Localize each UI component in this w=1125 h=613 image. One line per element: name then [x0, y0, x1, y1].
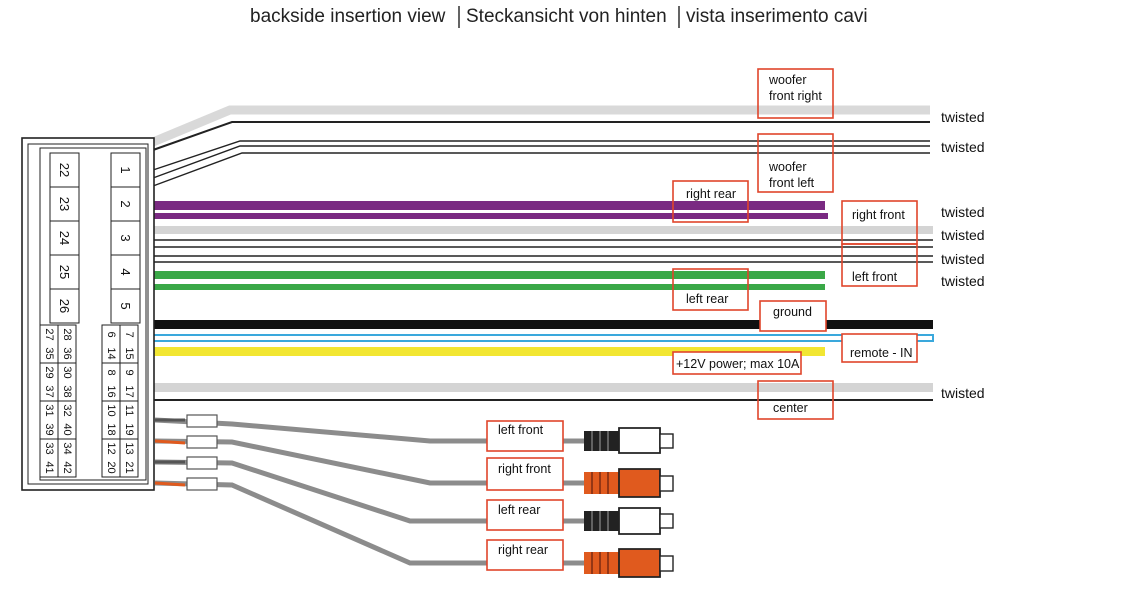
remote-in-text: remote - IN	[850, 346, 913, 360]
connector-pin-33: 33	[43, 442, 55, 454]
label-center: center	[757, 380, 834, 420]
twisted-label-6: twisted	[941, 273, 985, 289]
wire-power	[153, 347, 825, 356]
ground-text: ground	[773, 305, 812, 319]
rca-left-rear-text: left rear	[498, 503, 540, 517]
connector-pin-31: 31	[43, 404, 55, 416]
twisted-label-1: twisted	[941, 109, 985, 125]
twisted-label-2: twisted	[941, 139, 985, 155]
label-woofer-front-left: woofer front left	[757, 133, 834, 193]
label-left-front: left front	[841, 243, 918, 287]
wire-grey-front-right	[153, 226, 933, 234]
label-woofer-front-right: woofer front right	[757, 68, 834, 119]
rca-plug-right-rear	[584, 548, 674, 578]
label-power: +12V power; max 10A	[672, 351, 802, 375]
twisted-label-5: twisted	[941, 251, 985, 267]
right-front-text: right front	[852, 208, 905, 222]
wire-green-stripe	[153, 284, 825, 290]
twisted-label-3: twisted	[941, 204, 985, 220]
rca-plug-left-front	[584, 427, 674, 454]
connector-pin-14: 14	[105, 347, 117, 359]
connector-pin-37: 37	[43, 385, 55, 397]
label-left-rear: left rear	[672, 268, 749, 311]
connector-pin-8: 8	[105, 369, 117, 375]
connector-pin-10: 10	[105, 404, 117, 416]
rca-right-rear-text: right rear	[498, 543, 548, 557]
title-it: vista inserimento cavi	[686, 6, 868, 27]
wire-green	[153, 271, 825, 279]
label-right-front: right front	[841, 200, 918, 245]
title-en: backside insertion view	[250, 6, 446, 27]
connector-pin-22: 22	[57, 163, 72, 177]
center-text: center	[773, 401, 808, 415]
rca-label-left-rear: left rear	[486, 499, 564, 531]
connector-pin-5: 5	[118, 302, 133, 309]
connector-pin-6: 6	[105, 331, 117, 337]
connector-pin-1: 1	[118, 166, 133, 173]
connector-pin-28: 28	[61, 328, 73, 340]
connector-pin-42: 42	[61, 461, 73, 473]
connector-pin-40: 40	[61, 423, 73, 435]
connector-pin-39: 39	[43, 423, 55, 435]
connector-pin-30: 30	[61, 366, 73, 378]
wire-purple	[153, 201, 825, 210]
label-remote-in: remote - IN	[841, 333, 918, 363]
power-text: +12V power; max 10A	[676, 357, 800, 371]
rca-label-left-front: left front	[486, 420, 564, 452]
wire-group-woofer-right	[151, 105, 930, 151]
woofer-front-right-line1: woofer	[768, 73, 807, 87]
connector-pin-20: 20	[105, 461, 117, 473]
wire-purple-stripe	[153, 213, 828, 219]
connector-pin-29: 29	[43, 366, 55, 378]
connector-pin-13: 13	[123, 442, 135, 454]
connector-pin-9: 9	[123, 369, 135, 375]
connector-pin-4: 4	[118, 268, 133, 275]
wire-group-woofer-left	[152, 140, 930, 187]
connector-pin-2: 2	[118, 200, 133, 207]
connector-pin-12: 12	[105, 442, 117, 454]
rca-plug-left-rear	[584, 507, 674, 535]
right-rear-text: right rear	[686, 187, 736, 201]
rca-label-right-front: right front	[486, 457, 564, 491]
left-rear-text: left rear	[686, 292, 728, 306]
left-front-text: left front	[852, 270, 898, 284]
connector-pin-32: 32	[61, 404, 73, 416]
connector-pin-35: 35	[43, 347, 55, 359]
connector-pin-27: 27	[43, 328, 55, 340]
title-de: Steckansicht von hinten	[466, 6, 667, 27]
woofer-front-left-line1: woofer	[768, 160, 807, 174]
connector-pin-19: 19	[123, 423, 135, 435]
twisted-label-7: twisted	[941, 385, 985, 401]
connector-pin-15: 15	[123, 347, 135, 359]
label-ground: ground	[759, 300, 827, 332]
connector-pin-24: 24	[57, 231, 72, 245]
connector-pin-7: 7	[123, 331, 135, 337]
connector-pin-38: 38	[61, 385, 73, 397]
connector-pin-18: 18	[105, 423, 117, 435]
connector-pin-34: 34	[61, 442, 73, 454]
connector-pin-26: 26	[57, 299, 72, 313]
rca-label-right-rear: right rear	[486, 539, 564, 571]
connector-pin-16: 16	[105, 385, 117, 397]
wire-remote	[152, 334, 934, 342]
connector-pin-21: 21	[123, 461, 135, 473]
connector-pin-25: 25	[57, 265, 72, 279]
wire-center	[153, 383, 933, 392]
woofer-front-right-line2: front right	[769, 89, 822, 103]
connector-pin-41: 41	[43, 461, 55, 473]
woofer-front-left-line2: front left	[769, 176, 815, 190]
connector-pin-17: 17	[123, 385, 135, 397]
twisted-label-4: twisted	[941, 227, 985, 243]
connector-pin-36: 36	[61, 347, 73, 359]
wire-ground	[153, 320, 933, 329]
connector-pin-3: 3	[118, 234, 133, 241]
rca-right-front-text: right front	[498, 462, 551, 476]
rca-left-front-text: left front	[498, 423, 544, 437]
connector-pin-23: 23	[57, 197, 72, 211]
rca-plug-right-front	[584, 468, 674, 498]
connector-pin-11: 11	[123, 405, 135, 416]
label-right-rear: right rear	[672, 180, 749, 223]
